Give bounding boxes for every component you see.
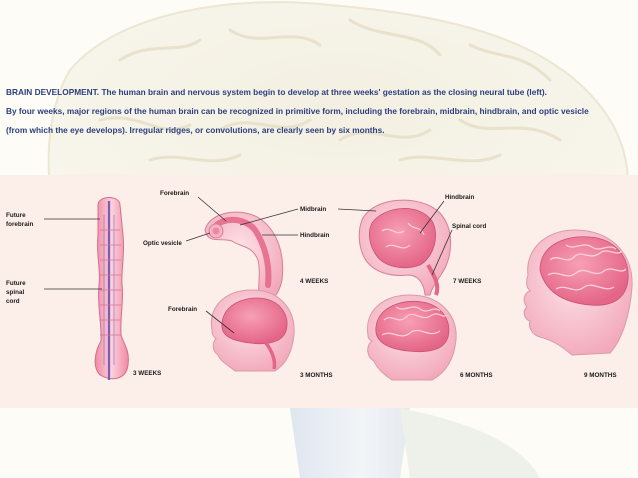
label-future-spinal-2: spinal	[6, 289, 24, 296]
label-forebrain-4-weeks: Forebrain	[160, 190, 189, 197]
caption-line-2: By four weeks, major regions of the huma…	[6, 106, 589, 116]
embryo-7-weeks	[358, 199, 452, 296]
stage-4-weeks: 4 WEEKS	[300, 278, 328, 285]
label-forebrain-3-months: Forebrain	[168, 306, 197, 313]
embryo-4-weeks	[204, 211, 284, 302]
neural-tube-3-weeks	[94, 197, 129, 380]
label-midbrain: Midbrain	[300, 206, 326, 213]
label-spinal-cord: Spinal cord	[452, 223, 486, 230]
caption-text-1: The human brain and nervous system begin…	[101, 87, 547, 97]
label-future-forebrain-2: forebrain	[6, 221, 33, 228]
caption-heading: BRAIN DEVELOPMENT.	[6, 87, 100, 97]
caption-line-3: (from which the eye develops). Irregular…	[6, 125, 385, 135]
figure-caption: BRAIN DEVELOPMENT. The human brain and n…	[6, 83, 632, 140]
label-optic-vesicle: Optic vesicle	[143, 240, 182, 247]
label-future-spinal-1: Future	[6, 280, 26, 287]
stage-7-weeks: 7 WEEKS	[453, 278, 481, 285]
label-future-forebrain-1: Future	[6, 212, 26, 219]
stage-3-months: 3 MONTHS	[300, 372, 333, 379]
brain-development-diagram: Future forebrain Future spinal cord 3 WE…	[6, 190, 633, 381]
stage-6-months: 6 MONTHS	[460, 372, 493, 379]
head-9-months	[523, 229, 633, 356]
stage-3-weeks: 3 WEEKS	[133, 370, 161, 377]
label-hindbrain-4-weeks: Hindbrain	[300, 232, 330, 239]
head-6-months	[366, 294, 457, 381]
caption-line-1: BRAIN DEVELOPMENT. The human brain and n…	[6, 83, 632, 102]
label-future-spinal-3: cord	[6, 298, 20, 305]
stage-9-months: 9 MONTHS	[584, 372, 617, 379]
head-3-months	[210, 289, 295, 372]
label-hindbrain-7-weeks: Hindbrain	[445, 194, 475, 201]
